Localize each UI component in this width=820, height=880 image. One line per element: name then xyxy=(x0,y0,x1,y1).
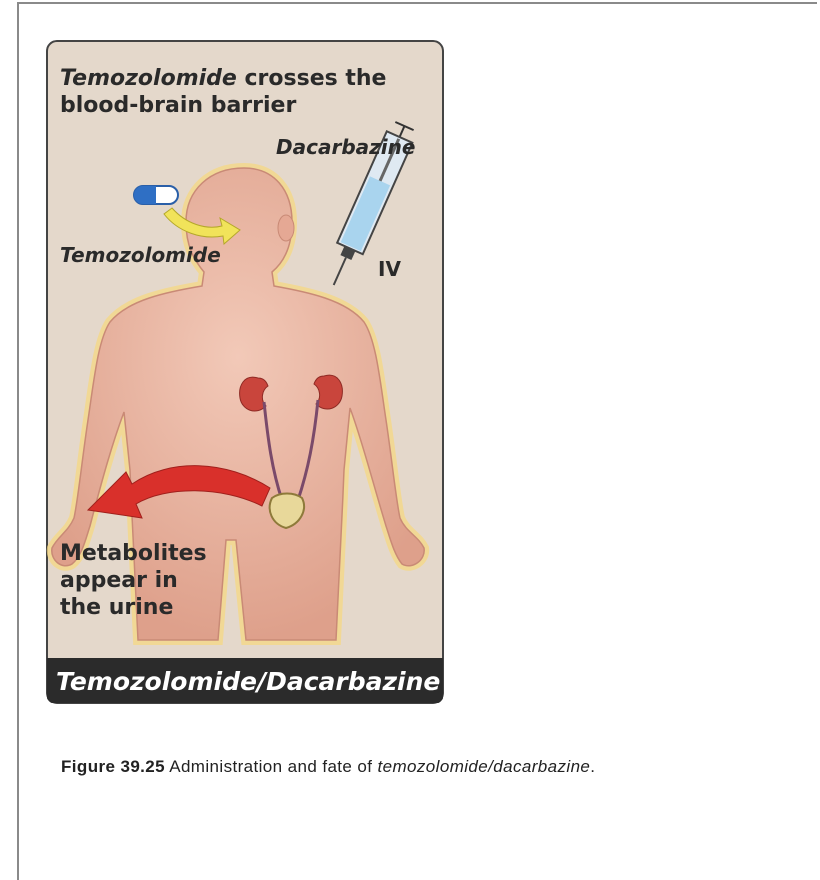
figure-illustration: Temozolomide crosses the blood-brain bar… xyxy=(46,40,444,704)
figure-number: Figure 39.25 xyxy=(61,757,165,776)
banner-title: Temozolomide/Dacarbazine xyxy=(56,667,440,696)
metabolites-label-line2: appear in xyxy=(60,568,178,593)
metabolites-label-line3: the urine xyxy=(60,595,173,620)
top-label: Temozolomide crosses the xyxy=(60,66,386,91)
capsule-icon xyxy=(134,186,178,204)
figure-caption: Figure 39.25 Administration and fate of … xyxy=(61,757,801,777)
iv-label: IV xyxy=(378,257,401,281)
dacarbazine-label: Dacarbazine xyxy=(276,135,415,159)
caption-drug: temozolomide/dacarbazine xyxy=(378,757,591,776)
caption-text: Administration and fate of xyxy=(165,757,378,776)
oral-temozolomide-label: Temozolomide xyxy=(60,243,221,267)
top-label-line2: blood-brain barrier xyxy=(60,93,296,118)
metabolites-label-line1: Metabolites xyxy=(60,541,207,566)
ear xyxy=(278,215,294,241)
caption-end: . xyxy=(590,757,595,776)
